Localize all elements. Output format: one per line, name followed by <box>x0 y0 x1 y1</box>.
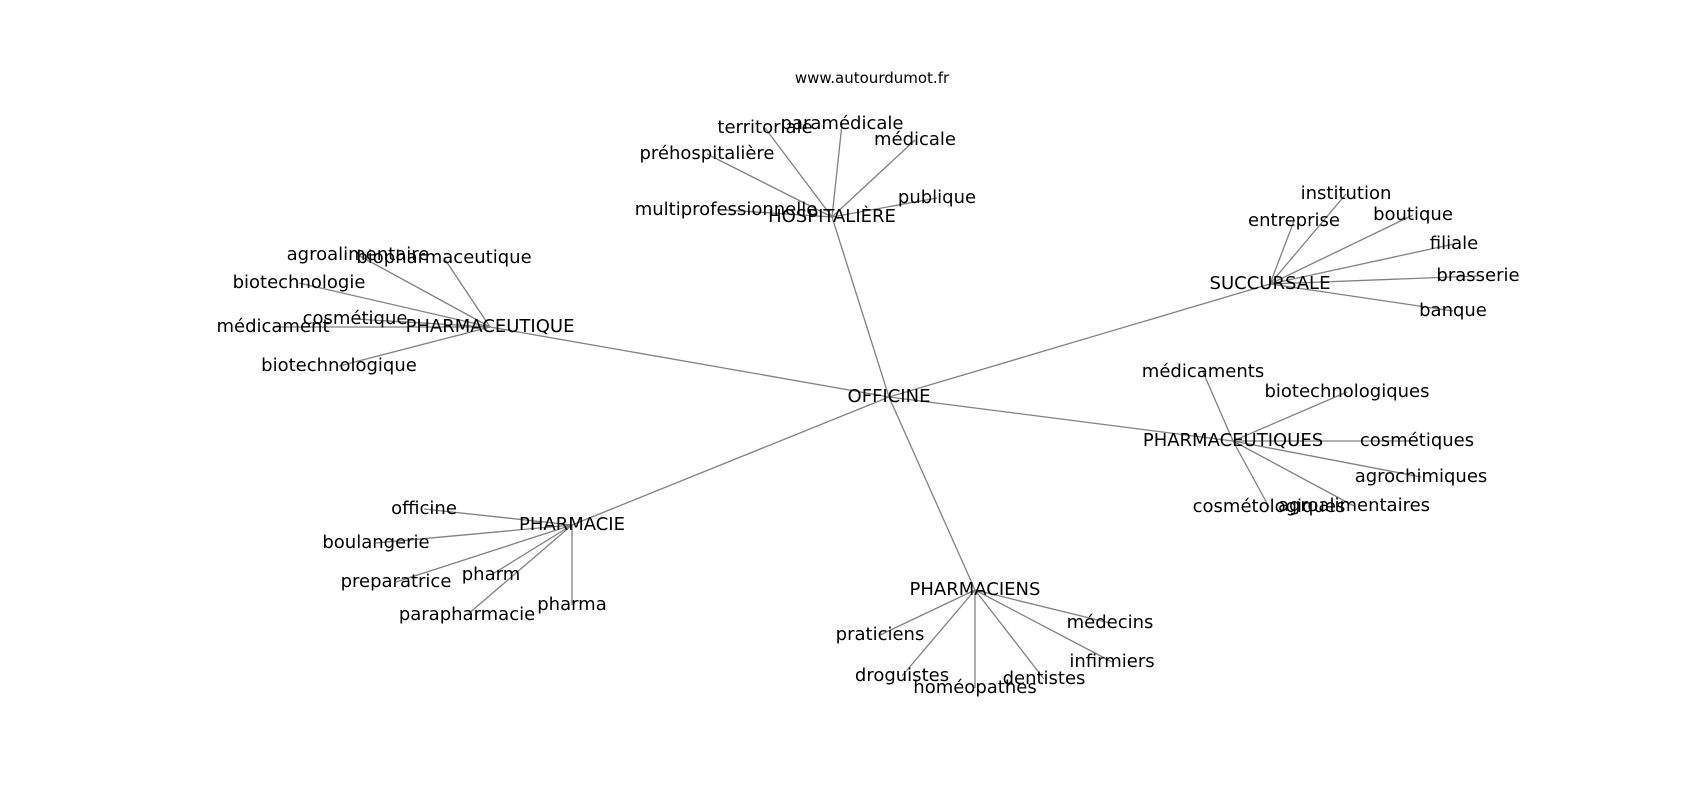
group-label-pharmacie: PHARMACIE <box>519 514 625 535</box>
edge-pharmaceutiques-leaf <box>1232 391 1348 442</box>
leaf-label: biotechnologique <box>261 355 417 376</box>
leaf-label: préhospitalière <box>640 143 775 164</box>
leaf-label: médecins <box>1067 612 1154 633</box>
leaf-label: pharm <box>462 564 520 585</box>
edge-pharmacie-leaf <box>375 524 573 544</box>
edge-pharmacie-leaf <box>490 524 573 576</box>
edge-center-succursale <box>888 283 1271 398</box>
edge-succursale-leaf <box>1269 275 1479 285</box>
edge-pharmacie-leaf <box>423 508 573 526</box>
leaf-label: boutique <box>1373 204 1453 225</box>
edge-pharmacie-leaf <box>395 524 573 583</box>
leaf-label: agrochimiques <box>1355 466 1488 487</box>
edge-pharmaceutique-leaf <box>357 254 491 328</box>
leaf-label: officine <box>391 498 457 519</box>
center-node-label: OFFICINE <box>848 386 931 407</box>
edge-center-pharmacie <box>571 396 890 526</box>
edge-hospitaliere-leaf <box>706 153 833 218</box>
edge-succursale-leaf <box>1269 220 1295 285</box>
leaf-label: praticiens <box>836 624 925 645</box>
leaf-label: cosmétologiques <box>1193 496 1346 517</box>
edge-pharmaceutiques-leaf <box>1232 440 1422 478</box>
group-label-pharmaceutique: PHARMACEUTIQUE <box>406 316 575 337</box>
edge-succursale-leaf <box>1269 283 1454 312</box>
group-label-succursale: SUCCURSALE <box>1210 273 1331 294</box>
leaf-label: cosmétique <box>303 308 408 329</box>
edge-pharmaciens-leaf <box>901 589 976 677</box>
leaf-label: dentistes <box>1003 668 1086 689</box>
edge-succursale-leaf <box>1269 243 1455 285</box>
group-label-pharmaciens: PHARMACIENS <box>910 579 1041 600</box>
edge-pharmaciens-leaf <box>974 589 1113 663</box>
group-label-hospitaliere: HOSPITALIÈRE <box>768 205 896 227</box>
edge-center-pharmaciens <box>888 396 976 591</box>
leaf-label: médicaments <box>1142 361 1264 382</box>
leaf-label: droguistes <box>855 665 949 686</box>
edge-center-pharmaceutique <box>489 326 890 398</box>
edge-succursale-leaf <box>1269 193 1347 285</box>
group-label-pharmaceutiques: PHARMACEUTIQUES <box>1143 430 1323 451</box>
edge-pharmaciens-leaf <box>879 589 976 636</box>
leaf-label: territoriale <box>717 117 812 138</box>
edge-pharmaceutique-leaf <box>443 257 491 328</box>
leaf-label: preparatrice <box>341 571 452 592</box>
edge-layer <box>273 123 1479 688</box>
leaf-label: pharma <box>537 594 607 615</box>
edge-pharmaceutique-leaf <box>298 282 491 328</box>
leaf-label: agroalimentaires <box>1278 495 1430 516</box>
leaf-label: homéopathes <box>913 677 1036 698</box>
edge-hospitaliere-leaf <box>831 123 843 218</box>
leaf-label: paramédicale <box>781 113 904 134</box>
leaf-label: banque <box>1419 300 1487 321</box>
leaf-label: biotechnologie <box>233 272 366 293</box>
edge-hospitaliere-leaf <box>831 197 938 218</box>
label-layer: www.autourdumot.fr OFFICINE territoriale… <box>216 69 1519 698</box>
leaf-label: agroalimentaire <box>287 244 430 265</box>
edge-succursale-leaf <box>1269 214 1414 285</box>
edge-pharmaceutiques-leaf <box>1202 371 1234 442</box>
edge-hospitaliere-leaf <box>764 127 833 218</box>
edge-pharmaciens-leaf <box>974 589 1045 680</box>
edge-pharmaceutiques-leaf <box>1232 440 1355 507</box>
leaf-label: médicament <box>216 316 329 337</box>
leaf-label: publique <box>898 187 976 208</box>
leaf-label: cosmétiques <box>1360 430 1474 451</box>
leaf-label: parapharmacie <box>399 604 535 625</box>
edge-hospitaliere-leaf <box>831 139 916 218</box>
leaf-label: médicale <box>874 129 956 150</box>
edge-pharmaciens-leaf <box>974 589 1111 624</box>
edge-pharmaceutique-leaf <box>338 326 491 367</box>
leaf-label: entreprise <box>1248 210 1340 231</box>
edge-center-pharmaceutiques <box>888 396 1234 442</box>
leaf-label: biopharmaceutique <box>356 247 531 268</box>
leaf-label: infirmiers <box>1069 651 1154 672</box>
leaf-label: institution <box>1301 183 1392 204</box>
edge-center-hospitaliere <box>831 216 890 398</box>
leaf-label: boulangerie <box>322 532 429 553</box>
edge-pharmaceutique-leaf <box>354 318 491 328</box>
edge-pharmacie-leaf <box>466 524 573 616</box>
leaf-label: brasserie <box>1436 265 1519 286</box>
edge-pharmaceutiques-leaf <box>1232 440 1270 508</box>
leaf-label: multiprofessionnelle <box>635 199 818 220</box>
source-watermark: www.autourdumot.fr <box>795 69 950 87</box>
edge-hospitaliere-leaf <box>725 209 833 218</box>
leaf-label: biotechnologiques <box>1264 381 1429 402</box>
leaf-label: filiale <box>1430 233 1478 254</box>
